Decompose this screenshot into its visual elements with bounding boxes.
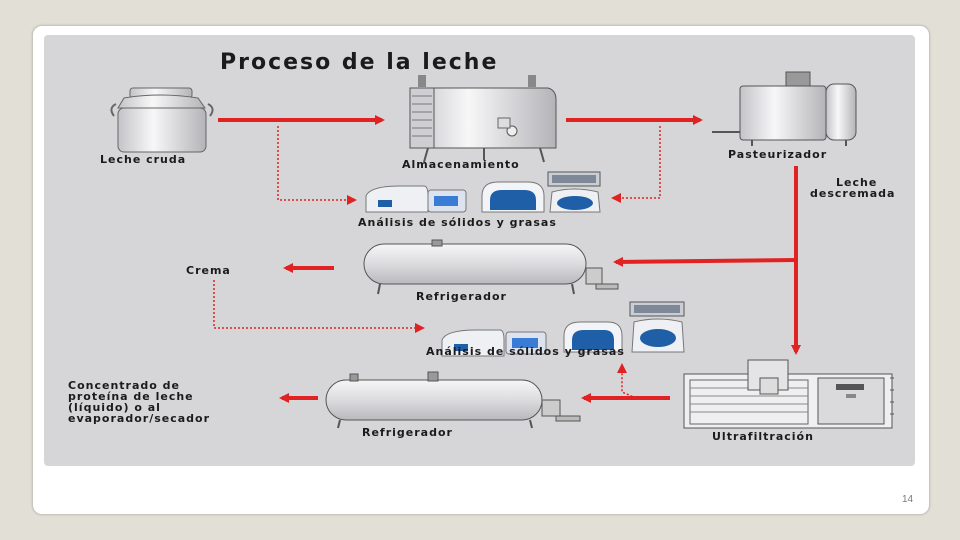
pasteurizer-icon (712, 71, 857, 146)
milk-can-icon (110, 87, 214, 153)
label-concentrate-line4: evaporador/secador (68, 412, 211, 425)
sample-arrows (213, 126, 661, 399)
label-concentrate-line3: (líquido) o al (68, 401, 161, 414)
label-skim-milk-line2: descremada (810, 187, 896, 200)
flow-arrows (218, 115, 801, 403)
label-raw-milk: Leche cruda (100, 153, 187, 166)
ultrafiltration-unit-icon (683, 359, 894, 429)
dotted-arrow-cream-to-analysis (213, 280, 425, 333)
dotted-arrow-storage-to-analysis (277, 126, 357, 205)
analyzer-group-1 (365, 171, 601, 213)
arrow-to-cooler-1 (613, 256, 797, 267)
label-skim-milk-line1: Leche (836, 176, 878, 189)
storage-tank-icon (409, 75, 557, 163)
label-concentrate-line1: Concentrado de (68, 379, 180, 392)
label-analysis-2: Análisis de sólidos y grasas (426, 345, 625, 358)
label-ultrafiltration: Ultrafiltración (712, 430, 814, 443)
label-cooler-2: Refrigerador (362, 426, 453, 439)
cooler-tank-icon-2 (325, 371, 581, 429)
dotted-arrow-uf-to-analysis (617, 363, 637, 399)
page-number: 14 (902, 494, 914, 505)
diagram-title: Proceso de la leche (220, 50, 499, 75)
label-cream: Crema (186, 264, 231, 277)
label-analysis-1: Análisis de sólidos y grasas (358, 216, 557, 229)
label-pasteurizer: Pasteurizador (728, 148, 828, 161)
label-cooler-1: Refrigerador (416, 290, 507, 303)
analyzer-group-2 (441, 301, 685, 357)
label-storage: Almacenamiento (402, 158, 520, 171)
dotted-arrow-pasteurizer-to-analysis (611, 126, 661, 203)
cooler-tank-icon-1 (363, 239, 619, 295)
label-concentrate-line2: proteína de leche (68, 390, 194, 403)
